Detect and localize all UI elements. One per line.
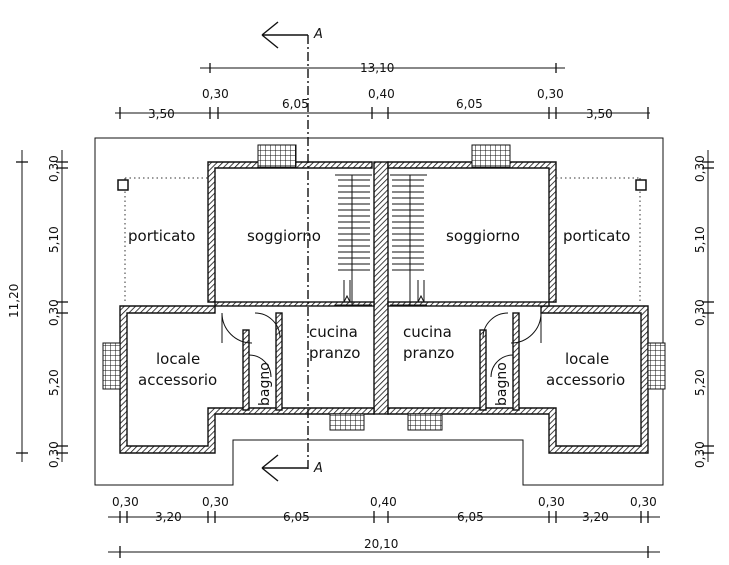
stairs-left — [335, 174, 372, 306]
dim-bottom-1: 3,20 — [155, 510, 182, 524]
room-locale-right-l2: accessorio — [546, 371, 625, 389]
dim-bottom-total: 20,10 — [364, 537, 398, 551]
room-soggiorno-left: soggiorno — [247, 227, 321, 245]
dim-left-total: 11,20 — [7, 284, 21, 318]
dim-left-1: 5,10 — [47, 226, 61, 253]
dim-bottom-6: 0,30 — [538, 495, 565, 509]
section-mark-top: A — [313, 27, 323, 42]
dim-top-side-left: 3,50 — [148, 107, 175, 121]
room-cucina-right-l1: cucina — [403, 323, 452, 341]
room-locale-left-l1: locale — [156, 350, 200, 368]
dim-right-1: 5,10 — [693, 226, 707, 253]
room-porticato-left: porticato — [128, 227, 195, 245]
dim-bottom-2: 0,30 — [202, 495, 229, 509]
dim-bottom-7: 3,20 — [582, 510, 609, 524]
walls — [119, 161, 649, 454]
dim-top-2: 0,40 — [368, 87, 395, 101]
dim-right-0: 0,30 — [693, 155, 707, 182]
dim-top-1: 6,05 — [282, 97, 309, 111]
room-locale-right-l1: locale — [565, 350, 609, 368]
dim-bottom-4: 0,40 — [370, 495, 397, 509]
room-porticato-right: porticato — [563, 227, 630, 245]
room-bagno-right: bagno — [494, 362, 510, 406]
chimney-blocks — [102, 144, 666, 431]
dim-top-total: 13,10 — [360, 61, 394, 75]
dim-bottom-8: 0,30 — [630, 495, 657, 509]
dim-bottom-3: 6,05 — [283, 510, 310, 524]
site-outline — [94, 137, 664, 486]
doors — [221, 312, 542, 378]
dim-bottom-0: 0,30 — [112, 495, 139, 509]
section-mark-bottom: A — [313, 461, 323, 476]
room-bagno-left: bagno — [257, 362, 273, 406]
dim-left-3: 5,20 — [47, 369, 61, 396]
dim-top-3: 6,05 — [456, 97, 483, 111]
dim-top-0: 0,30 — [202, 87, 229, 101]
section-line: A A — [261, 21, 323, 482]
porches — [117, 177, 647, 302]
stairs-right — [390, 174, 427, 306]
room-soggiorno-right: soggiorno — [446, 227, 520, 245]
room-locale-left-l2: accessorio — [138, 371, 217, 389]
dim-right-4: 0,30 — [693, 441, 707, 468]
dimension-lines — [16, 63, 714, 558]
dim-left-0: 0,30 — [47, 155, 61, 182]
dim-left-4: 0,30 — [47, 441, 61, 468]
dim-right-3: 5,20 — [693, 369, 707, 396]
dim-left-2: 0,30 — [47, 299, 61, 326]
room-cucina-left-l1: cucina — [309, 323, 358, 341]
room-cucina-right-l2: pranzo — [403, 344, 454, 362]
dim-bottom-5: 6,05 — [457, 510, 484, 524]
dim-top-side-right: 3,50 — [586, 107, 613, 121]
dim-right-2: 0,30 — [693, 299, 707, 326]
room-labels: porticato soggiorno soggiorno porticato … — [128, 227, 630, 406]
dim-top-4: 0,30 — [537, 87, 564, 101]
room-cucina-left-l2: pranzo — [309, 344, 360, 362]
dimension-labels: 13,10 0,30 6,05 0,40 6,05 0,30 3,50 3,50… — [7, 61, 707, 551]
